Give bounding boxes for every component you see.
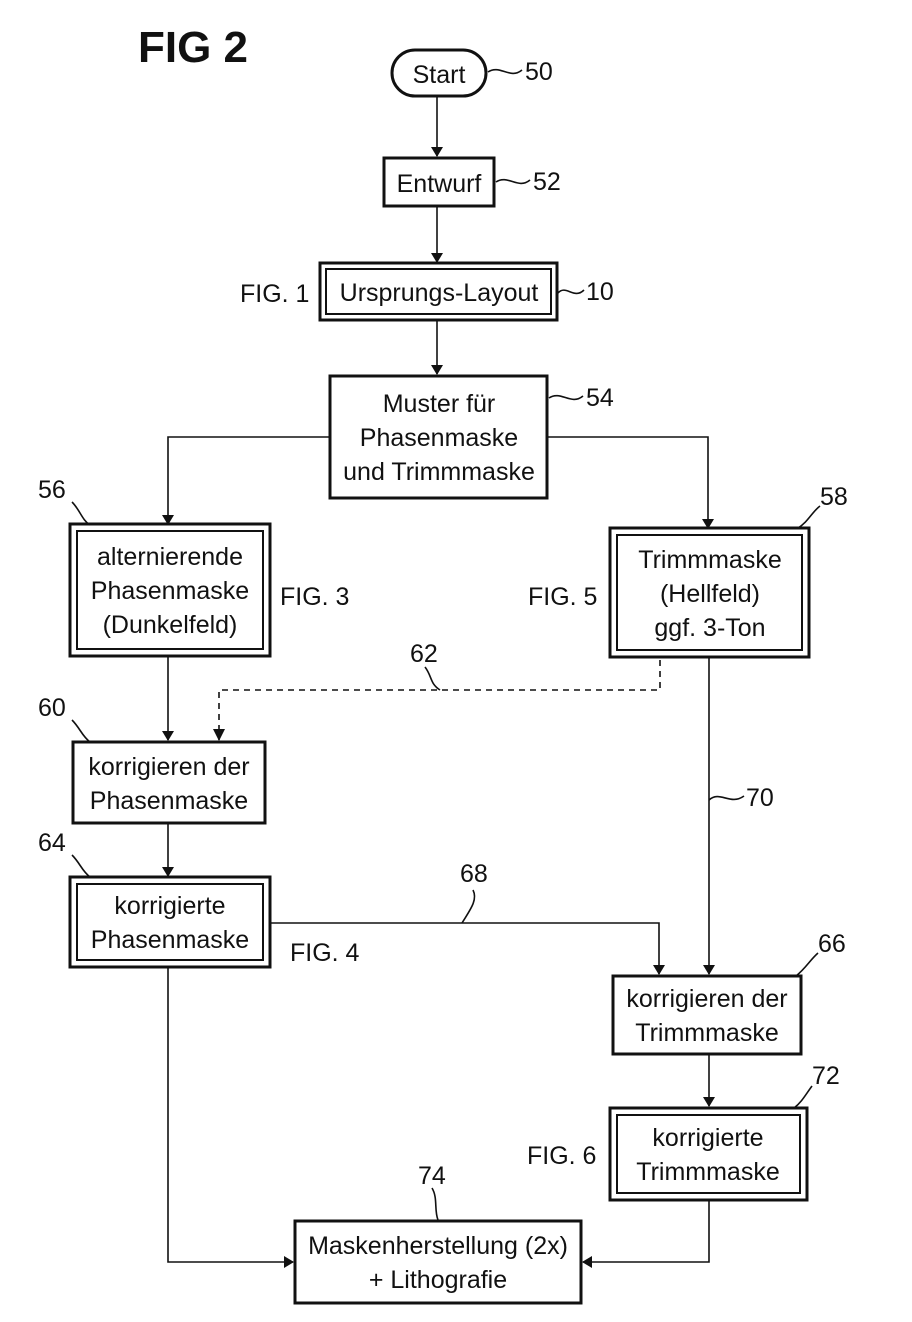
ref-68: 68 bbox=[460, 860, 488, 888]
node-alt-phase: alternierendePhasenmaske (Dunkelfeld) bbox=[70, 524, 270, 656]
ref-70: 70 bbox=[746, 784, 774, 812]
entwurf-label-line-1: Entwurf bbox=[397, 170, 482, 198]
korr-phase-step-label-line-2: Phasenmaske bbox=[90, 787, 248, 815]
alt-phase-label-line-3: (Dunkelfeld) bbox=[103, 611, 238, 639]
edge-dashed-arrowhead bbox=[213, 729, 225, 741]
korr-trimm-step-label-line-2: Trimmmaske bbox=[635, 1019, 779, 1047]
muster-label-line-1: Muster für bbox=[383, 390, 496, 418]
ref-60: 60 bbox=[38, 694, 66, 722]
ref-56: 56 bbox=[38, 476, 66, 504]
edge-korrtrimm-masken bbox=[583, 1200, 709, 1262]
trimm-label-line-1: Trimmmaske bbox=[638, 546, 782, 574]
figure-title: FIG 2 bbox=[138, 23, 248, 72]
trimm-label-line-3: ggf. 3-Ton bbox=[654, 614, 765, 642]
node-entwurf: Entwurf bbox=[384, 158, 494, 206]
muster-label-line-3: und Trimmmaske bbox=[343, 458, 535, 486]
fig-ref-6: FIG. 6 bbox=[527, 1142, 596, 1170]
node-muster: Muster fürPhasenmaske und Trimmmaske bbox=[330, 376, 547, 498]
ref-66: 66 bbox=[818, 930, 846, 958]
ref-50: 50 bbox=[525, 58, 553, 86]
start-label-line-1: Start bbox=[413, 61, 466, 89]
fig-ref-5: FIG. 5 bbox=[528, 583, 597, 611]
ref-58: 58 bbox=[820, 483, 848, 511]
edge-muster-trimm bbox=[547, 437, 708, 528]
fig-ref-4: FIG. 4 bbox=[290, 939, 360, 967]
node-masken: Maskenherstellung (2x) + Lithografie bbox=[295, 1221, 581, 1303]
ref-10: 10 bbox=[586, 278, 614, 306]
ref-72: 72 bbox=[812, 1062, 840, 1090]
ref-52: 52 bbox=[533, 168, 561, 196]
alt-phase-label-line-2: Phasenmaske bbox=[91, 577, 249, 605]
korr-trimm-label-line-1: korrigierte bbox=[652, 1124, 763, 1152]
trimm-label-line-2: (Hellfeld) bbox=[660, 580, 760, 608]
node-ursprung: Ursprungs-Layout bbox=[320, 263, 557, 320]
korr-phase-step-label-line-1: korrigieren der bbox=[88, 753, 249, 781]
fig-ref-3: FIG. 3 bbox=[280, 583, 349, 611]
node-korr-phase-step: korrigieren derPhasenmaske bbox=[73, 742, 265, 823]
ref-74: 74 bbox=[418, 1162, 446, 1190]
alt-phase-label-line-1: alternierende bbox=[97, 543, 243, 571]
ref-54: 54 bbox=[586, 384, 614, 412]
korr-trimm-step-label-line-1: korrigieren der bbox=[626, 985, 787, 1013]
fig-ref-1: FIG. 1 bbox=[240, 280, 309, 308]
edge-korrphase-masken bbox=[168, 967, 293, 1262]
edge-muster-altphase bbox=[168, 437, 330, 524]
korr-trimm-label-line-2: Trimmmaske bbox=[636, 1158, 780, 1186]
masken-label-line-2: + Lithografie bbox=[369, 1266, 507, 1294]
node-korr-trimm: korrigierteTrimmmaske bbox=[610, 1108, 807, 1200]
node-trimm: Trimmmaske (Hellfeld) ggf. 3-Ton bbox=[610, 528, 809, 657]
node-korr-trimm-step: korrigieren derTrimmmaske bbox=[613, 976, 801, 1054]
ref-62: 62 bbox=[410, 640, 438, 668]
korr-phase-label-line-2: Phasenmaske bbox=[91, 926, 249, 954]
masken-label-line-1: Maskenherstellung (2x) bbox=[308, 1232, 568, 1260]
ursprung-label-line-1: Ursprungs-Layout bbox=[340, 279, 539, 307]
ref-64: 64 bbox=[38, 829, 66, 857]
edge-dashed-trimm-korrphase bbox=[219, 660, 660, 740]
node-start: Start bbox=[392, 50, 486, 96]
muster-label-line-2: Phasenmaske bbox=[360, 424, 518, 452]
node-korr-phase: korrigiertePhasenmaske bbox=[70, 877, 270, 967]
korr-phase-label-line-1: korrigierte bbox=[114, 892, 225, 920]
